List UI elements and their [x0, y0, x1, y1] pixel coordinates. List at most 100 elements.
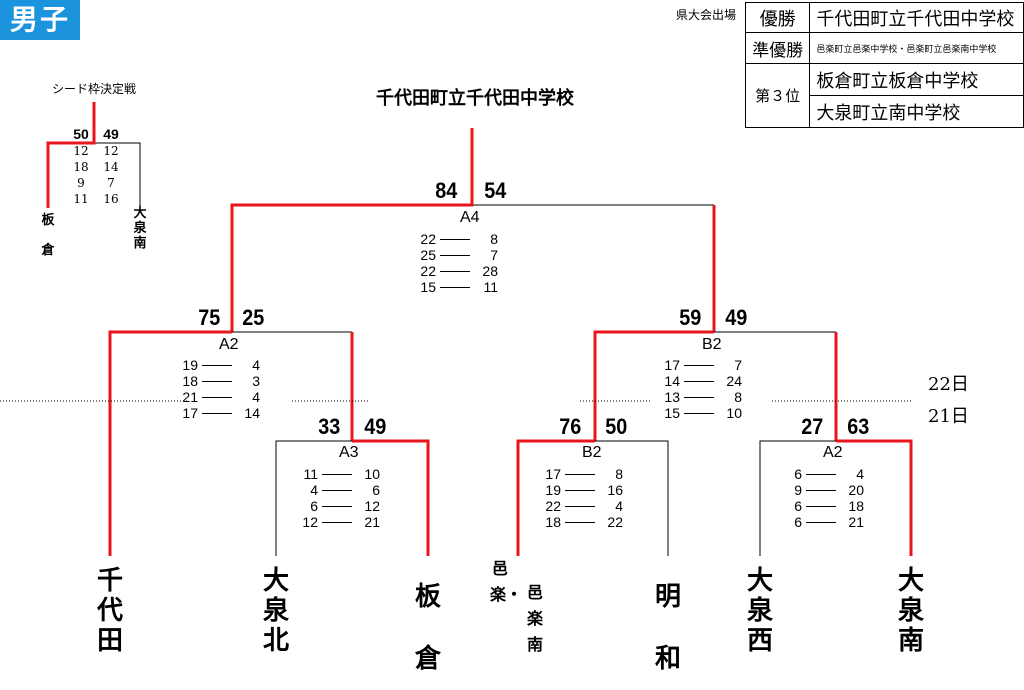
final-match-label: A4 [460, 209, 480, 226]
set-dash [440, 238, 470, 240]
rank-label: 準優勝 [744, 32, 811, 64]
q2-score-left: 76 [559, 414, 582, 439]
q3-lose-line [759, 440, 836, 556]
set-right: 4 [856, 466, 864, 482]
set-left: 19 [182, 357, 198, 373]
semi-left-score-right: 25 [242, 305, 265, 330]
set-right: 14 [244, 405, 260, 421]
school-name: 千代田町立千代田中学校 [809, 2, 1024, 33]
set-row: 12 12 [66, 143, 126, 159]
set-row: 6 18 [774, 498, 864, 514]
set-left: 22 [420, 231, 436, 247]
results-row: 大泉町立南中学校 [746, 95, 1024, 128]
seed-win-line [46, 102, 96, 208]
set-dash [440, 254, 470, 256]
set-row: 6 12 [290, 498, 380, 514]
set-row: 11 16 [66, 191, 126, 207]
set-right: 12 [103, 144, 119, 158]
results-caption: 県大会出場 [676, 8, 737, 22]
seed-team-right: 大泉南 [133, 206, 147, 251]
set-left: 17 [545, 466, 561, 482]
set-left: 22 [545, 498, 561, 514]
seed-score-right: 49 [103, 126, 119, 142]
set-dash [440, 286, 470, 288]
set-dash [322, 521, 352, 523]
results-row: 準優勝 邑楽町立邑楽中学校・邑楽町立邑楽南中学校 [744, 32, 1024, 64]
set-row: 21 4 [170, 389, 260, 405]
set-right: 20 [848, 482, 864, 498]
q1-score-left: 33 [318, 414, 341, 439]
team-oura: 邑楽・ [490, 559, 523, 604]
set-right: 3 [252, 373, 260, 389]
results-table: 優勝 千代田町立千代田中学校 準優勝 邑楽町立邑楽中学校・邑楽町立邑楽南中学校 … [744, 2, 1024, 128]
set-left: 21 [182, 389, 198, 405]
set-left: 13 [664, 389, 680, 405]
set-left: 19 [545, 482, 561, 498]
set-left: 6 [794, 466, 802, 482]
set-right: 10 [364, 466, 380, 482]
semi-right-win-line [593, 330, 714, 441]
q2-win-line [516, 439, 595, 556]
set-dash [565, 521, 595, 523]
bracket-lines [0, 102, 913, 556]
set-left: 25 [420, 247, 436, 263]
set-dash [684, 380, 714, 382]
set-left: 14 [664, 373, 680, 389]
set-right: 4 [615, 498, 623, 514]
final-score-left: 84 [435, 178, 458, 203]
set-row: 22 4 [533, 498, 623, 514]
q3-score-left: 27 [801, 414, 824, 439]
rank-label: 優勝 [744, 2, 811, 33]
set-left: 9 [77, 176, 85, 190]
set-left: 6 [310, 498, 318, 514]
set-left: 4 [310, 482, 318, 498]
set-dash [202, 412, 232, 414]
set-right: 16 [103, 192, 119, 206]
set-right: 12 [364, 498, 380, 514]
set-row: 17 8 [533, 466, 623, 482]
semi-right-score-left: 59 [679, 305, 702, 330]
set-right: 21 [848, 514, 864, 530]
set-left: 17 [664, 357, 680, 373]
set-right: 18 [848, 498, 864, 514]
set-right: 22 [607, 514, 623, 530]
day-label-upper: 22日 [928, 374, 969, 395]
q3-score-right: 63 [847, 414, 870, 439]
set-dash [684, 396, 714, 398]
final-win-line [230, 128, 474, 332]
set-left: 6 [794, 514, 802, 530]
results-row: 第３位 板倉町立板倉中学校 [744, 63, 1024, 128]
set-left: 12 [73, 144, 89, 158]
set-dash [565, 505, 595, 507]
set-right: 4 [252, 389, 260, 405]
set-right: 28 [482, 263, 498, 279]
set-left: 11 [303, 466, 318, 482]
set-left: 11 [73, 192, 89, 206]
seed-scores: 50 49 [66, 126, 126, 142]
semi-right-score-right: 49 [725, 305, 748, 330]
set-right: 7 [107, 176, 115, 190]
set-right: 8 [615, 466, 623, 482]
q1-match-label: A3 [339, 444, 359, 461]
q1-lose-line [275, 440, 352, 556]
set-right: 11 [483, 279, 498, 295]
set-left: 6 [794, 498, 802, 514]
semi-left-score-left: 75 [198, 305, 221, 330]
set-left: 12 [302, 514, 318, 530]
set-right: 14 [103, 160, 119, 174]
